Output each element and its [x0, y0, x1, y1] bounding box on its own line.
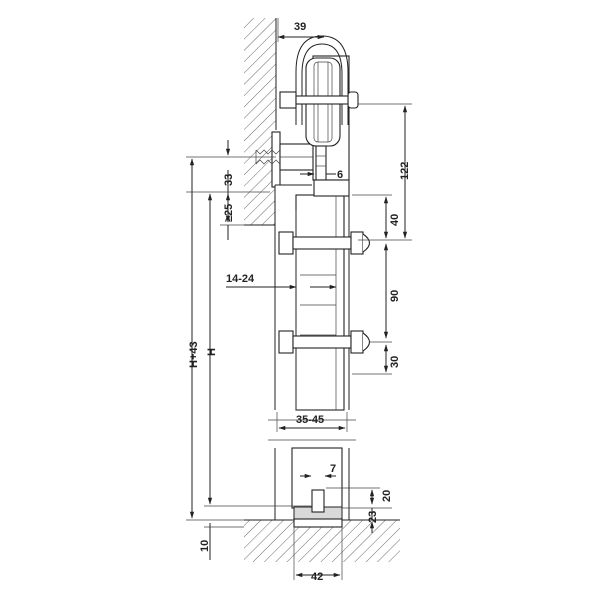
axle-nut-right — [347, 91, 359, 109]
dim-35-45: 35-45 — [296, 414, 324, 426]
hanger-strap — [315, 145, 327, 181]
dim-40: 40 — [389, 214, 401, 226]
floor-guide — [293, 489, 343, 528]
dim-14-24: 14-24 — [226, 273, 255, 285]
dim-39: 39 — [294, 21, 306, 33]
break-marks — [268, 419, 356, 441]
lower-bolt — [278, 330, 371, 354]
dim-42: 42 — [311, 571, 323, 583]
dim-90: 90 — [389, 290, 401, 302]
dim-h-plus-43: H+43 — [188, 341, 200, 368]
wall — [244, 18, 277, 226]
dim-122: 122 — [399, 162, 411, 180]
axle-nut-left — [279, 91, 297, 109]
dim-23: 23 — [367, 511, 379, 523]
dim-10: 10 — [199, 540, 211, 552]
dim-30: 30 — [389, 356, 401, 368]
dim-ge25: ≥25 — [223, 204, 235, 222]
upper-bolt — [278, 231, 371, 255]
dim-6: 6 — [337, 169, 343, 181]
dim-h: H — [206, 348, 218, 356]
dim-20: 20 — [381, 490, 393, 502]
dim-33: 33 — [223, 174, 235, 186]
dim-7: 7 — [330, 463, 336, 475]
door-leaf — [274, 179, 350, 520]
